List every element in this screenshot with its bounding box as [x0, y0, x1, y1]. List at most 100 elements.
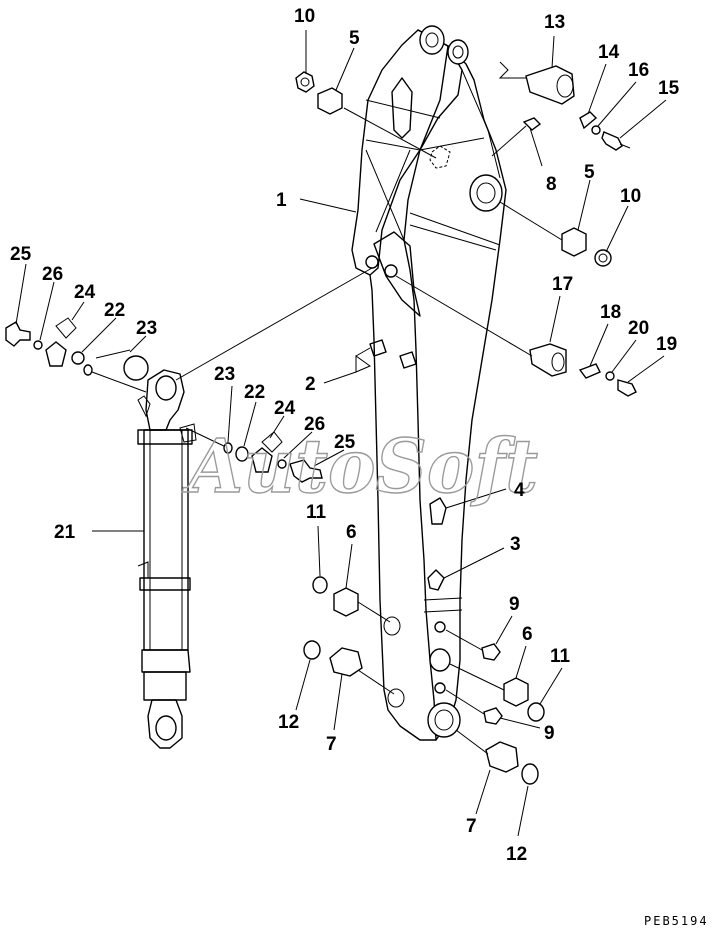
- callout-16: 16: [628, 60, 649, 81]
- callout-23-left: 23: [136, 318, 157, 339]
- callout-3: 3: [510, 534, 521, 555]
- grease-fitting-8: [522, 117, 542, 131]
- bushing-6-right: [503, 677, 529, 707]
- cylinder-pin-parts-left: [5, 317, 149, 393]
- washer-26-left: [33, 340, 43, 350]
- callout-12-right: 12: [506, 844, 527, 865]
- spacer-22-left: [71, 351, 85, 365]
- arm-side-boss: [469, 174, 503, 212]
- callout-10-lower: 10: [620, 186, 641, 207]
- arm-hidden-pin-ring: [429, 145, 451, 169]
- bushing-5-upper: [317, 87, 343, 115]
- nut-12-left: [303, 640, 321, 660]
- washer-26-right: [277, 459, 287, 469]
- callout-labels: 1 2 3 4 5 5 6 6 7 7 8 9 9 10 10 11 11 12…: [10, 6, 680, 865]
- callout-11-left: 11: [306, 502, 327, 523]
- callout-25-right: 25: [334, 432, 356, 453]
- bucket-pin-parts: [303, 576, 545, 785]
- bushing-6-left: [333, 587, 359, 617]
- grease-fitting-9-lower: [483, 707, 503, 725]
- callout-20: 20: [628, 318, 649, 339]
- callout-6-right: 6: [522, 624, 533, 645]
- nut-11-right: [527, 702, 545, 722]
- pin-7-right: [485, 741, 519, 773]
- plate-24-left: [45, 341, 67, 367]
- bushing-5-lower: [561, 227, 587, 257]
- nut-10-upper: [295, 71, 315, 93]
- nut-10-lower: [594, 249, 612, 267]
- wear-plate-4: [429, 497, 447, 525]
- arm-top-boss-right: [447, 39, 469, 65]
- callout-1: 1: [276, 190, 287, 211]
- hose-clamp-2b: [399, 351, 417, 369]
- plate-24-right: [251, 447, 273, 473]
- callout-8: 8: [546, 174, 557, 195]
- callout-5-upper: 5: [349, 28, 360, 49]
- pin-13: [525, 65, 575, 105]
- callout-5-lower: 5: [584, 162, 595, 183]
- bolt-15: [601, 131, 623, 151]
- arm-main-body: [369, 29, 507, 741]
- arm-grease-port-1: [434, 621, 446, 633]
- wear-plate-3: [427, 569, 445, 591]
- callout-21: 21: [54, 522, 76, 543]
- callout-19: 19: [656, 334, 677, 355]
- callout-26-left: 26: [42, 264, 63, 285]
- callout-24-left: 24: [74, 282, 96, 303]
- callout-14: 14: [598, 42, 620, 63]
- spacer-22-right: [235, 446, 249, 462]
- callout-12-left: 12: [278, 712, 299, 733]
- bolt-19: [617, 379, 637, 397]
- callout-17: 17: [552, 274, 573, 295]
- callout-9-upper: 9: [509, 594, 520, 615]
- arm-hidden-bore-upper: [383, 616, 401, 636]
- callout-15: 15: [658, 78, 680, 99]
- callout-leaders: [15, 30, 667, 837]
- lock-plate-14: [579, 111, 598, 130]
- callout-26-right: 26: [304, 414, 325, 435]
- arm-assembly: [351, 25, 507, 741]
- callout-22-right: 22: [244, 382, 265, 403]
- dust-seal-left: [123, 355, 149, 381]
- lock-plate-18: [578, 363, 601, 379]
- shim-23-left: [83, 364, 93, 376]
- callout-7-right: 7: [466, 816, 477, 837]
- cylinder-pin-parts-right: [223, 431, 323, 483]
- cylinder-bottom-eye: [147, 699, 183, 749]
- callout-9-lower: 9: [544, 723, 555, 744]
- callout-4: 4: [514, 480, 525, 501]
- callout-10-upper: 10: [294, 6, 315, 27]
- nut-12-right: [521, 763, 539, 785]
- drawing-code: PEB5194: [644, 914, 709, 928]
- callout-13: 13: [544, 12, 565, 33]
- bolt-25-left: [5, 321, 31, 347]
- upper-pin-parts: [295, 61, 637, 397]
- pin-7-left: [329, 647, 363, 677]
- callout-11-right: 11: [550, 646, 571, 667]
- cylinder-head: [141, 649, 191, 673]
- cylinder-tube: [143, 429, 189, 651]
- arm-hidden-bore-lower: [387, 688, 405, 708]
- arm-cylinder-bracket: [373, 231, 421, 317]
- washer-16: [591, 125, 601, 135]
- callout-24-right: 24: [274, 398, 296, 419]
- arm-inner-edge: [403, 45, 449, 741]
- callout-6-left: 6: [346, 522, 357, 543]
- watermark-text: AutoSoft: [182, 424, 538, 510]
- hose-clamp-2a: [369, 339, 387, 357]
- nut-11-left: [312, 576, 328, 594]
- washer-20: [605, 371, 615, 381]
- callout-22-left: 22: [104, 300, 125, 321]
- arm-bucket-pin-boss: [429, 648, 451, 672]
- pin-17: [529, 343, 567, 377]
- arm-grease-port-2: [434, 682, 446, 694]
- arm-top-slot: [391, 77, 413, 139]
- grease-fitting-9-upper: [481, 643, 501, 661]
- arm-top-boss-left: [419, 25, 445, 55]
- arm-cylinder-21: [137, 267, 373, 749]
- callout-7-left: 7: [326, 734, 337, 755]
- shim-23-right: [223, 442, 233, 454]
- callout-25-left: 25: [10, 244, 32, 265]
